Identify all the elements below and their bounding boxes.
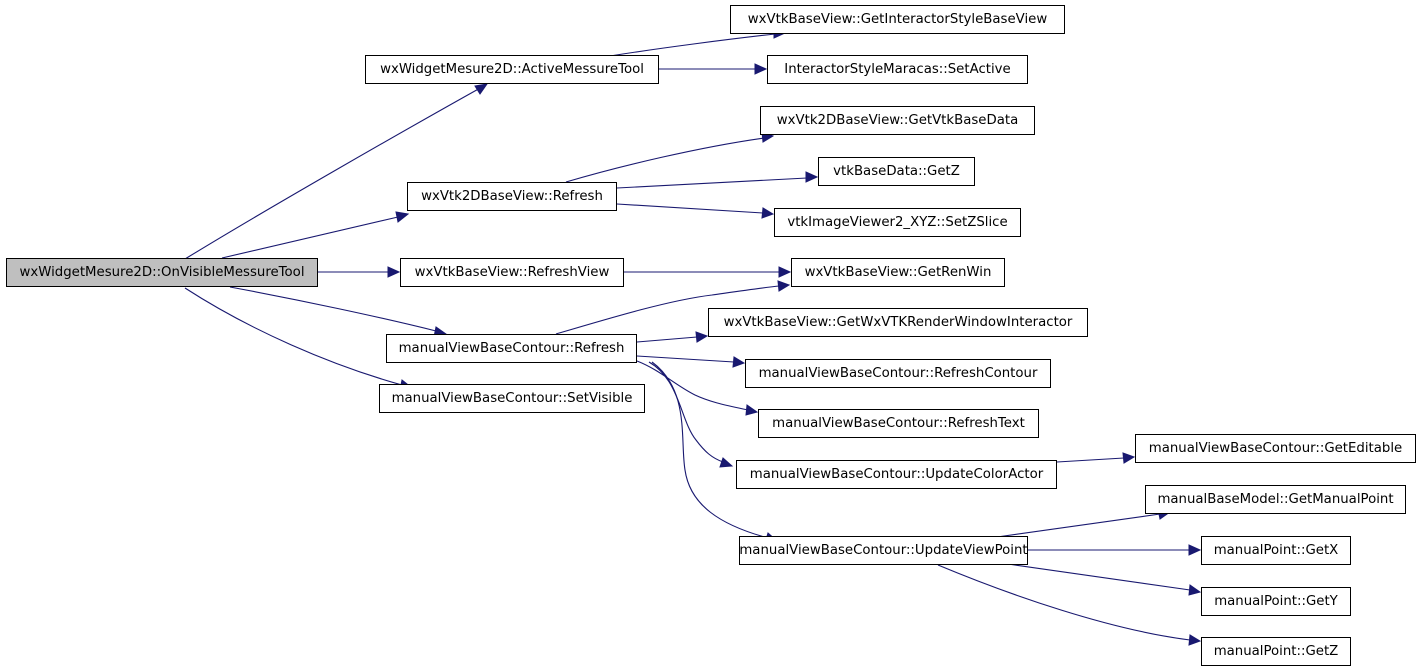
node-refresh-text[interactable]: manualViewBaseContour::RefreshText bbox=[758, 409, 1039, 438]
edge-contour-refresh-to-refresh-text bbox=[636, 360, 749, 411]
node-active-messure-tool[interactable]: wxWidgetMesure2D::ActiveMessureTool bbox=[365, 55, 659, 84]
node-root-on-visible-messure-tool[interactable]: wxWidgetMesure2D::OnVisibleMessureTool bbox=[6, 258, 318, 287]
node-get-manual-point[interactable]: manualBaseModel::GetManualPoint bbox=[1145, 485, 1406, 514]
edge-root-to-set-visible bbox=[184, 287, 403, 386]
edge-vtk2d-refresh-to-get-vtk-base-data bbox=[565, 137, 765, 183]
edge-root-to-active-messure-tool bbox=[184, 86, 483, 260]
node-get-vtk-base-data[interactable]: wxVtk2DBaseView::GetVtkBaseData bbox=[760, 106, 1035, 135]
node-get-y[interactable]: manualPoint::GetY bbox=[1201, 587, 1351, 616]
arrowhead bbox=[474, 83, 489, 95]
node-get-ren-win[interactable]: wxVtkBaseView::GetRenWin bbox=[791, 258, 1005, 287]
node-get-editable[interactable]: manualViewBaseContour::GetEditable bbox=[1135, 434, 1416, 463]
node-get-wx-vtk-render-window-interactor[interactable]: wxVtkBaseView::GetWxVTKRenderWindowInter… bbox=[708, 308, 1088, 337]
arrowhead bbox=[732, 356, 746, 368]
edge-contour-refresh-to-update-color-actor bbox=[648, 361, 724, 463]
node-update-view-point[interactable]: manualViewBaseContour::UpdateViewPoint bbox=[739, 536, 1028, 565]
arrowhead bbox=[1188, 584, 1202, 596]
arrowhead bbox=[805, 171, 819, 183]
edge-contour-refresh-to-update-view-point bbox=[651, 361, 769, 539]
edge-contour-refresh-to-get-wx-vtk-rwi bbox=[636, 336, 698, 343]
arrowhead bbox=[695, 331, 709, 343]
arrowhead bbox=[778, 266, 792, 278]
edge-update-view-point-to-get-manual-point bbox=[996, 513, 1161, 538]
edge-contour-refresh-to-refresh-contour bbox=[636, 355, 735, 363]
arrowhead bbox=[745, 404, 759, 416]
edge-vtk2d-refresh-to-get-z bbox=[616, 177, 808, 189]
arrowhead bbox=[387, 266, 401, 278]
edge-update-view-point-to-get-y bbox=[1007, 563, 1191, 591]
edge-update-view-point-to-get-z bbox=[937, 564, 1191, 641]
arrowhead bbox=[719, 457, 734, 468]
node-vtk2d-refresh[interactable]: wxVtk2DBaseView::Refresh bbox=[407, 182, 617, 211]
node-get-z-point[interactable]: manualPoint::GetZ bbox=[1201, 637, 1351, 666]
edge-update-color-actor-to-get-editable bbox=[1056, 457, 1125, 463]
arrowhead bbox=[1188, 544, 1202, 556]
arrowhead bbox=[1122, 452, 1136, 464]
node-update-color-actor[interactable]: manualViewBaseContour::UpdateColorActor bbox=[736, 460, 1057, 489]
node-set-active[interactable]: InteractorStyleMaracas::SetActive bbox=[767, 55, 1028, 84]
node-set-visible[interactable]: manualViewBaseContour::SetVisible bbox=[379, 384, 645, 413]
arrowhead bbox=[761, 207, 775, 219]
node-get-z-base-data[interactable]: vtkBaseData::GetZ bbox=[818, 157, 975, 186]
arrowhead bbox=[1188, 634, 1202, 646]
arrowhead bbox=[754, 63, 768, 75]
node-set-z-slice[interactable]: vtkImageViewer2_XYZ::SetZSlice bbox=[774, 208, 1021, 237]
edge-active-to-get-interactor-style bbox=[609, 33, 776, 57]
arrowhead bbox=[777, 280, 791, 292]
edge-vtk2d-refresh-to-set-z-slice bbox=[616, 203, 764, 214]
arrowhead bbox=[395, 211, 410, 223]
node-refresh-contour[interactable]: manualViewBaseContour::RefreshContour bbox=[745, 359, 1051, 388]
node-get-x[interactable]: manualPoint::GetX bbox=[1201, 536, 1351, 565]
node-get-interactor-style-base-view[interactable]: wxVtkBaseView::GetInteractorStyleBaseVie… bbox=[730, 5, 1065, 34]
edge-root-to-contour-refresh bbox=[229, 286, 437, 332]
edge-contour-refresh-to-get-ren-win bbox=[555, 285, 780, 335]
node-refresh-view[interactable]: wxVtkBaseView::RefreshView bbox=[400, 258, 624, 287]
node-contour-refresh[interactable]: manualViewBaseContour::Refresh bbox=[386, 334, 637, 363]
edge-root-to-vtk2d-refresh bbox=[221, 216, 399, 259]
